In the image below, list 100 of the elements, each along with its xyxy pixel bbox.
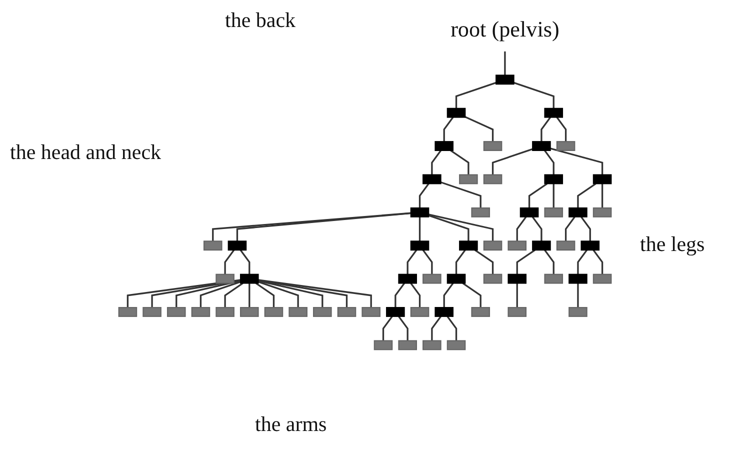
connector [580, 216, 591, 242]
node-box [142, 307, 162, 317]
node-box [459, 240, 478, 251]
node-box [216, 307, 234, 317]
node-box [446, 340, 466, 350]
connector [224, 282, 244, 308]
connector [240, 250, 250, 274]
node-box [216, 274, 234, 284]
node-box [337, 307, 356, 317]
node-box [592, 207, 612, 218]
connector [492, 148, 533, 175]
connector [418, 183, 430, 208]
connector [151, 279, 241, 308]
region-label: the legs [640, 232, 705, 257]
node-box [580, 240, 600, 251]
node-box [422, 274, 442, 284]
connector [410, 282, 421, 308]
node-box [191, 307, 210, 317]
connector [446, 316, 458, 341]
node-box [410, 307, 430, 317]
connector [577, 182, 596, 208]
connector [462, 282, 482, 308]
node-box [532, 141, 551, 151]
connector [474, 249, 494, 274]
node-box [362, 307, 380, 317]
node-box [556, 240, 576, 251]
connector [428, 214, 494, 242]
connector [544, 150, 554, 175]
connector [556, 116, 567, 142]
connector [514, 82, 554, 108]
node-box [434, 307, 454, 317]
connector [577, 283, 579, 308]
connector [176, 280, 241, 308]
connector [455, 82, 496, 108]
node-box [520, 207, 539, 218]
connector [577, 250, 588, 274]
node-box [398, 340, 417, 350]
node-box [483, 240, 502, 251]
node-text: root (pelvis) [450, 18, 560, 42]
connector [443, 116, 454, 142]
connector [406, 250, 418, 274]
node-box [422, 174, 442, 184]
node-box [374, 340, 393, 350]
connector [564, 216, 576, 242]
node-box [508, 307, 527, 317]
node-box [544, 108, 564, 118]
connector [428, 214, 470, 242]
connector [258, 279, 372, 308]
node-box [508, 240, 527, 251]
node-box [483, 174, 502, 184]
node-box [496, 74, 514, 85]
node-box [398, 274, 417, 284]
connector [592, 250, 604, 274]
node-box [592, 274, 612, 284]
node-box [483, 141, 502, 151]
connector [550, 148, 604, 175]
node-box [264, 307, 284, 317]
connector [258, 281, 299, 308]
connector [255, 282, 275, 308]
node-box [471, 307, 490, 317]
connector [398, 316, 408, 341]
region-label: the back [225, 8, 296, 33]
connector [516, 216, 527, 242]
connector [224, 250, 235, 274]
connector [552, 184, 554, 208]
node-box [544, 207, 564, 218]
node-box [166, 307, 186, 317]
connector [455, 250, 466, 274]
node-box [386, 307, 405, 317]
connector [431, 316, 442, 341]
connector [532, 216, 542, 242]
connector [200, 281, 241, 308]
node-box [568, 207, 588, 218]
node-box [434, 141, 454, 151]
connector [440, 181, 482, 208]
node-box [459, 174, 478, 184]
connector [431, 150, 442, 175]
connector [422, 250, 433, 274]
node-box [592, 174, 612, 184]
connector [601, 184, 604, 208]
connector [382, 316, 393, 341]
region-label: the head and neck [10, 140, 162, 165]
node-box [313, 307, 332, 317]
region-label: the arms [255, 412, 327, 437]
connector [516, 249, 536, 274]
node-box [228, 240, 247, 251]
node-box [568, 274, 588, 284]
node-box [532, 240, 551, 251]
node-box [483, 274, 502, 284]
connector [516, 283, 518, 308]
node-box [410, 207, 430, 218]
connector [258, 279, 348, 308]
connector [540, 116, 552, 142]
node-box [118, 307, 138, 317]
node-box [240, 307, 259, 317]
node-box [556, 141, 576, 151]
node-box [544, 174, 564, 184]
connector [544, 250, 554, 274]
connector [464, 116, 494, 142]
node-box [508, 274, 527, 284]
